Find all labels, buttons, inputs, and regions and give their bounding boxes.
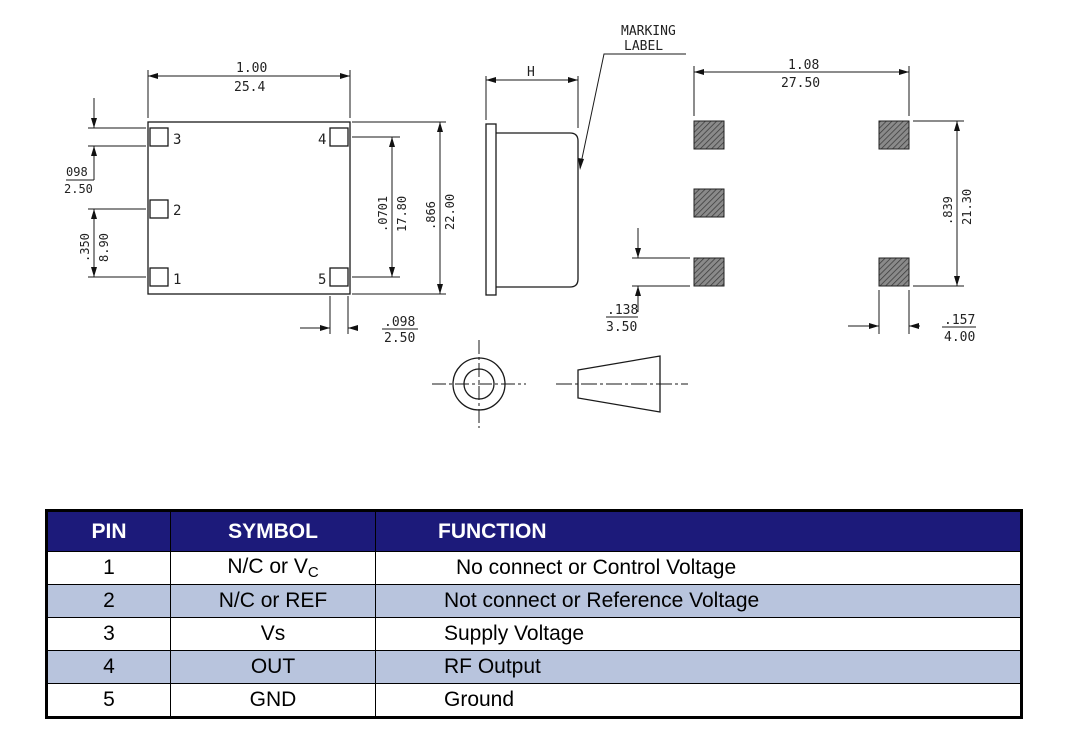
height-mm-label: 22.00 — [443, 194, 457, 230]
symbol-text: N/C or V — [227, 555, 308, 578]
pin-cell: 5 — [46, 683, 171, 718]
bottom-offset-mm-label: 2.50 — [384, 331, 415, 346]
pad-size-in-label: .138 — [607, 303, 638, 318]
footprint-view: 1.08 27.50 .839 21.30 .138 3.50 .157 4.0… — [606, 58, 976, 345]
symbol-cell: GND — [170, 683, 376, 718]
pin-3-pad — [149, 127, 169, 147]
footprint-height-mm-label: 21.30 — [960, 189, 974, 225]
symbol-cell: N/C or REF — [170, 584, 376, 618]
projection-symbol — [432, 340, 688, 428]
pin-cell: 1 — [46, 551, 171, 585]
function-cell: Supply Voltage — [375, 617, 1022, 651]
marking-label-line2: LABEL — [624, 39, 663, 54]
h-label: H — [527, 65, 535, 80]
pin-label-3: 3 — [173, 132, 181, 148]
footprint-pad — [693, 120, 725, 150]
table-row: 4 OUT RF Output — [46, 650, 1022, 684]
bottom-offset-in-label: .098 — [384, 315, 415, 330]
function-cell: No connect or Control Voltage — [375, 551, 1022, 585]
table-row: 1 N/C or VC No connect or Control Voltag… — [46, 551, 1022, 585]
pin-label-1: 1 — [173, 272, 181, 288]
symbol-cell: N/C or VC — [170, 551, 376, 585]
pin-function-table: PIN SYMBOL FUNCTION 1 N/C or VC No conne… — [45, 509, 1023, 719]
height-in-label: .866 — [424, 201, 438, 230]
right-span-in-label: .0701 — [376, 196, 390, 232]
pad-offset-mm-label: 4.00 — [944, 330, 975, 345]
pin-label-4: 4 — [318, 132, 326, 148]
footprint-width-mm-label: 27.50 — [781, 76, 820, 91]
footprint-width-in-label: 1.08 — [788, 58, 819, 73]
side-view: H MARKING LABEL — [485, 24, 686, 296]
left-pitch-mm-label: 2.50 — [64, 182, 93, 196]
pin-cell: 2 — [46, 584, 171, 618]
footprint-pad — [878, 257, 910, 287]
pin-cell: 4 — [46, 650, 171, 684]
footprint-pad — [878, 120, 910, 150]
header-function: FUNCTION — [375, 510, 1022, 552]
width-in-label: 1.00 — [236, 61, 267, 76]
symbol-cell: Vs — [170, 617, 376, 651]
side-body — [496, 132, 579, 288]
table-header-row: PIN SYMBOL FUNCTION — [46, 510, 1022, 552]
symbol-cell: OUT — [170, 650, 376, 684]
function-cell: Ground — [375, 683, 1022, 718]
top-view: 3 2 1 4 5 1.00 25.4 098 2.50 .350 8.90 — [64, 61, 457, 346]
symbol-subscript: C — [307, 564, 319, 581]
left-pitch-in-label: 098 — [66, 165, 88, 179]
footprint-pad — [693, 257, 725, 287]
pad-offset-in-label: .157 — [944, 313, 975, 328]
mechanical-drawing: 3 2 1 4 5 1.00 25.4 098 2.50 .350 8.90 — [64, 24, 976, 428]
header-pin: PIN — [46, 510, 171, 552]
pin-1-pad — [149, 267, 169, 287]
side-flange — [485, 123, 497, 296]
package-outline — [147, 121, 351, 295]
footprint-height-in-label: .839 — [941, 196, 955, 225]
pin-2-pad — [149, 199, 169, 219]
pin-5-pad — [329, 267, 349, 287]
marking-leader — [579, 53, 686, 169]
right-span-mm-label: 17.80 — [395, 196, 409, 232]
pin-4-pad — [329, 127, 349, 147]
pad-size-mm-label: 3.50 — [606, 320, 637, 335]
left-span-mm-label: 8.90 — [97, 233, 111, 262]
footprint-pad — [693, 188, 725, 218]
header-symbol: SYMBOL — [170, 510, 376, 552]
pin-label-2: 2 — [173, 203, 181, 219]
marking-label-line1: MARKING — [621, 24, 676, 39]
function-cell: Not connect or Reference Voltage — [375, 584, 1022, 618]
left-span-in-label: .350 — [78, 233, 92, 262]
width-mm-label: 25.4 — [234, 80, 265, 95]
table-row: 5 GND Ground — [46, 683, 1022, 718]
function-cell: RF Output — [375, 650, 1022, 684]
table-row: 2 N/C or REF Not connect or Reference Vo… — [46, 584, 1022, 618]
pin-label-5: 5 — [318, 272, 326, 288]
table-row: 3 Vs Supply Voltage — [46, 617, 1022, 651]
pin-cell: 3 — [46, 617, 171, 651]
